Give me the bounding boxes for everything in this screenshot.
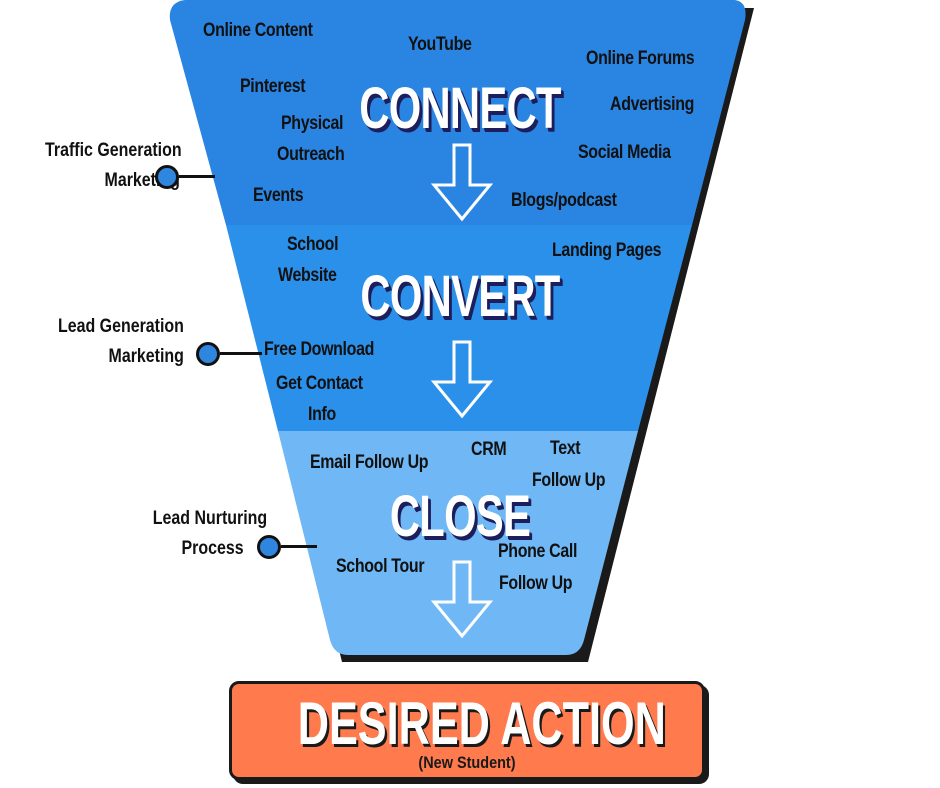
connect-item-physical: Physical bbox=[281, 113, 344, 134]
side-label-line: Traffic Generation bbox=[45, 140, 182, 161]
connector-line bbox=[220, 352, 262, 355]
close-item-text: Text bbox=[550, 438, 581, 459]
connect-item-outreach: Outreach bbox=[277, 144, 345, 165]
funnel-section-connect bbox=[169, 0, 746, 225]
side-label-line: Lead Generation bbox=[58, 316, 184, 337]
connector-line bbox=[281, 545, 317, 548]
connector-dot bbox=[196, 342, 220, 366]
connector-dot bbox=[155, 165, 179, 189]
side-label-line: Process bbox=[181, 538, 244, 560]
connect-item-online-content: Online Content bbox=[203, 20, 313, 41]
stage-title-convert: CONVERT bbox=[360, 264, 560, 329]
connect-item-events: Events bbox=[253, 185, 304, 206]
connect-item-pinterest: Pinterest bbox=[240, 76, 306, 97]
down-arrow-icon bbox=[430, 143, 494, 222]
convert-item-landing-pages: Landing Pages bbox=[552, 240, 662, 261]
close-item-crm: CRM bbox=[471, 439, 507, 460]
connect-item-social-media: Social Media bbox=[578, 142, 671, 163]
stage-title-connect: CONNECT bbox=[359, 76, 561, 141]
close-item-phone-follow-up: Follow Up bbox=[499, 573, 573, 594]
convert-item-get-contact: Get Contact bbox=[276, 373, 363, 394]
connect-item-blogs-podcast: Blogs/podcast bbox=[511, 190, 617, 211]
down-arrow-icon bbox=[430, 340, 494, 419]
connector-line bbox=[179, 175, 215, 178]
stage-title-close: CLOSE bbox=[389, 484, 531, 549]
side-label-lead-generation: Lead Generation Marketing bbox=[58, 312, 184, 373]
connector-dot bbox=[257, 535, 281, 559]
desired-action-title: DESIRED ACTION bbox=[297, 690, 666, 757]
connect-item-advertising: Advertising bbox=[610, 94, 695, 115]
desired-action-subtitle: (New Student) bbox=[418, 753, 516, 772]
down-arrow-icon bbox=[430, 560, 494, 639]
close-item-text-follow-up: Follow Up bbox=[532, 470, 606, 491]
close-item-phone-call: Phone Call bbox=[498, 541, 578, 562]
side-label-lead-nurturing: Lead Nurturing Process bbox=[153, 504, 267, 565]
funnel-section-close bbox=[278, 431, 638, 655]
connect-item-online-forums: Online Forums bbox=[586, 48, 695, 69]
convert-item-free-download: Free Download bbox=[264, 339, 375, 360]
close-item-email-follow-up: Email Follow Up bbox=[310, 452, 429, 473]
convert-item-website: Website bbox=[278, 265, 337, 286]
convert-item-info: Info bbox=[308, 404, 336, 425]
convert-item-school: School bbox=[287, 234, 339, 255]
funnel-section-convert bbox=[226, 225, 692, 431]
desired-action-box: DESIRED ACTION (New Student) bbox=[229, 681, 705, 780]
side-label-line: Marketing bbox=[108, 346, 184, 368]
side-label-line: Lead Nurturing bbox=[152, 508, 267, 529]
close-item-school-tour: School Tour bbox=[336, 556, 425, 577]
connect-item-youtube: YouTube bbox=[408, 34, 472, 55]
